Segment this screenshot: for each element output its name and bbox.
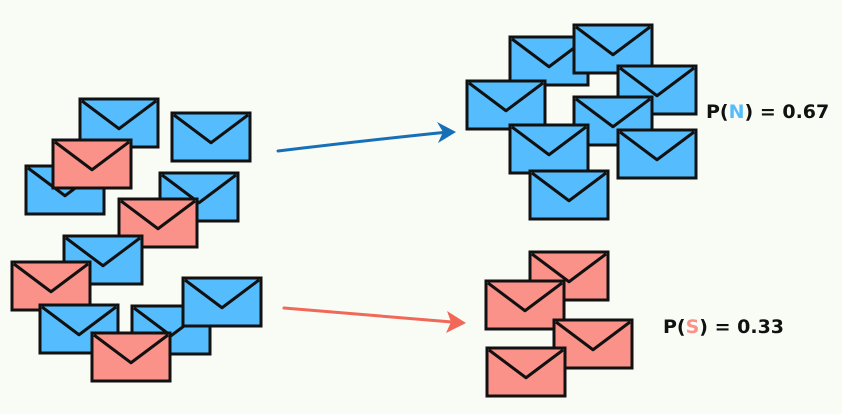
label-prefix: P( <box>706 101 729 123</box>
mixed-email-pile <box>10 97 263 383</box>
arrow-head <box>446 311 466 333</box>
arrow-head <box>437 122 456 143</box>
envelope-icon <box>616 64 698 116</box>
envelope-icon <box>484 279 566 331</box>
envelope-icon <box>465 79 547 131</box>
envelope-icon <box>508 123 590 175</box>
envelope-icon <box>181 276 263 328</box>
label-value: ) = 0.33 <box>699 316 785 338</box>
arrow-right-icon <box>276 130 450 153</box>
envelope-icon <box>170 111 252 163</box>
envelope-icon <box>51 138 133 190</box>
envelope-icon <box>528 169 610 221</box>
envelope-icon <box>62 234 144 286</box>
envelope-icon <box>485 346 567 398</box>
spam-probability-label: P(S) = 0.33 <box>663 316 784 338</box>
arrow-right-icon <box>282 306 454 324</box>
envelope-icon <box>90 331 172 383</box>
label-letter: S <box>685 316 700 338</box>
label-prefix: P( <box>663 316 686 338</box>
envelope-icon <box>552 318 634 370</box>
envelope-icon <box>10 260 92 312</box>
spam-email-pile <box>484 250 634 398</box>
envelope-icon <box>616 128 698 180</box>
label-letter: N <box>728 101 745 123</box>
normal-probability-label: P(N) = 0.67 <box>706 101 829 123</box>
arrow-to-normal <box>276 122 456 153</box>
normal-email-pile <box>465 23 698 221</box>
label-value: ) = 0.67 <box>744 101 830 123</box>
arrow-to-spam <box>282 306 466 333</box>
